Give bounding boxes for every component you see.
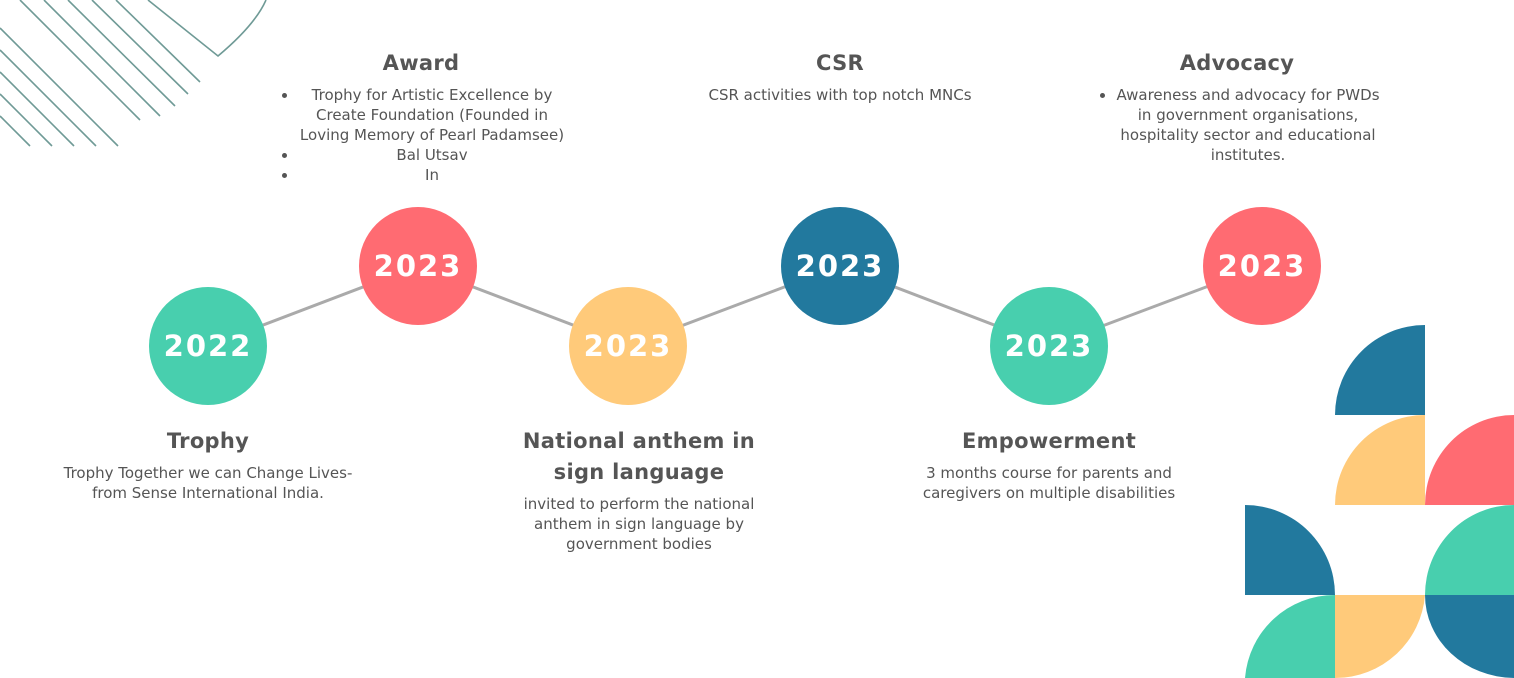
info-title: Trophy — [166, 429, 250, 453]
info-description: CSR activities with top notch MNCs — [708, 86, 972, 104]
info-description: 3 months course for parents and caregive… — [922, 464, 1176, 502]
info-title: Award — [382, 51, 460, 75]
milestone-year: 2023 — [1004, 329, 1094, 363]
info-award: Award Trophy for Artistic Excellence by … — [276, 48, 566, 185]
info-description: Trophy Together we can Change Lives-from… — [63, 464, 353, 502]
info-national-anthem: National anthem in sign language invited… — [494, 426, 784, 554]
milestone-circle-advocacy: 2023 — [1203, 207, 1321, 325]
decorative-quarter-circles — [1245, 325, 1514, 678]
milestone-year: 2022 — [163, 329, 253, 363]
bullet-item: Trophy for Artistic Excellence by Create… — [298, 85, 566, 145]
info-bullets: Awareness and advocacy for PWDs in gover… — [1094, 85, 1380, 165]
info-title: Advocacy — [1179, 51, 1295, 75]
info-bullets: Trophy for Artistic Excellence by Create… — [276, 85, 566, 185]
milestone-circle-csr: 2023 — [781, 207, 899, 325]
milestone-circle-empowerment: 2023 — [990, 287, 1108, 405]
info-title: CSR — [816, 51, 864, 75]
decorative-diagonal-lines — [0, 0, 267, 147]
milestone-year: 2023 — [1217, 249, 1307, 283]
milestone-circle-award: 2023 — [359, 207, 477, 325]
milestone-year: 2023 — [795, 249, 885, 283]
milestone-circle-national-anthem: 2023 — [569, 287, 687, 405]
milestone-year: 2023 — [583, 329, 673, 363]
info-title: Empowerment — [961, 429, 1137, 453]
milestone-year: 2023 — [373, 249, 463, 283]
info-title: National anthem in sign language — [522, 429, 756, 484]
info-trophy: Trophy Trophy Together we can Change Liv… — [58, 426, 358, 503]
bullet-item: In — [298, 165, 566, 185]
milestone-circle-trophy: 2022 — [149, 287, 267, 405]
info-advocacy: Advocacy Awareness and advocacy for PWDs… — [1094, 48, 1380, 165]
bullet-item: Bal Utsav — [298, 145, 566, 165]
info-description: invited to perform the national anthem i… — [523, 495, 755, 553]
bullet-item: Awareness and advocacy for PWDs in gover… — [1116, 85, 1380, 165]
info-empowerment: Empowerment 3 months course for parents … — [904, 426, 1194, 503]
info-csr: CSR CSR activities with top notch MNCs — [690, 48, 990, 105]
